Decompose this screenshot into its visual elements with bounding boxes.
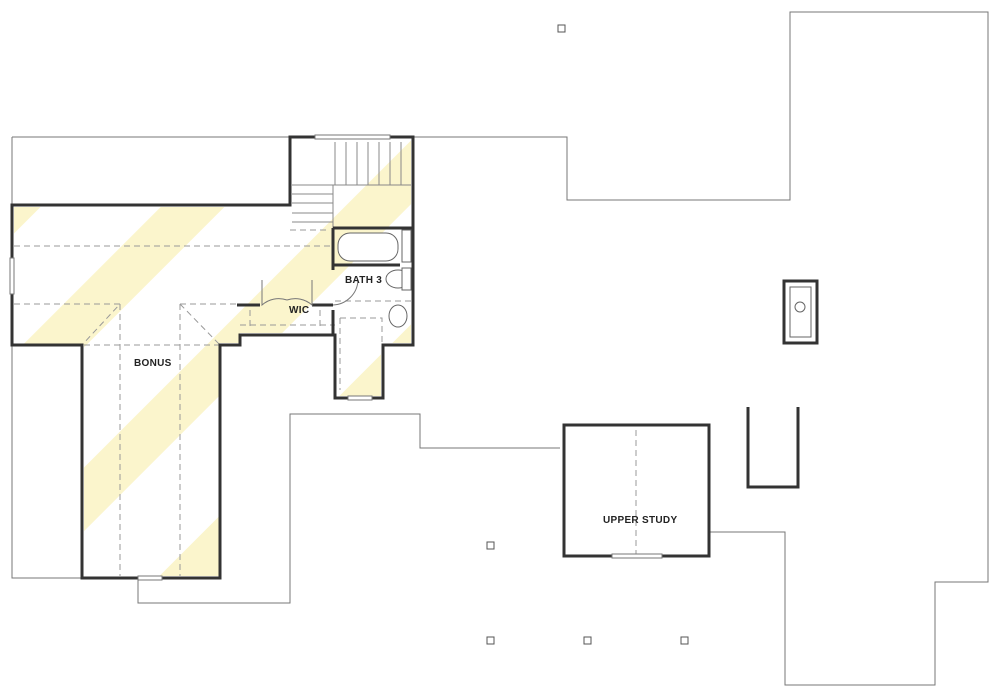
room-label-wic: WIC <box>289 305 309 316</box>
sink-icon <box>388 304 408 328</box>
chimney-flue <box>789 286 812 338</box>
window <box>347 395 373 401</box>
posts <box>486 24 689 645</box>
linen-shelf <box>401 229 412 263</box>
flue-icon <box>794 301 806 313</box>
door-swing <box>332 279 359 306</box>
stairs <box>292 142 411 228</box>
ceiling-lines <box>14 229 637 576</box>
bonus-highlight <box>14 139 411 576</box>
toilet-tank <box>401 267 412 291</box>
room-label-bath: BATH 3 <box>345 275 382 286</box>
window <box>137 575 163 581</box>
window <box>611 553 663 559</box>
room-label-bonus: BONUS <box>134 358 172 369</box>
chimney <box>782 279 819 345</box>
bath-walls <box>237 226 413 335</box>
window <box>9 257 15 295</box>
bathtub-icon <box>337 232 399 262</box>
room-label-upper-study: UPPER STUDY <box>603 515 677 526</box>
wic-doors <box>261 280 313 307</box>
window <box>314 134 391 140</box>
bay-walls <box>746 407 800 489</box>
